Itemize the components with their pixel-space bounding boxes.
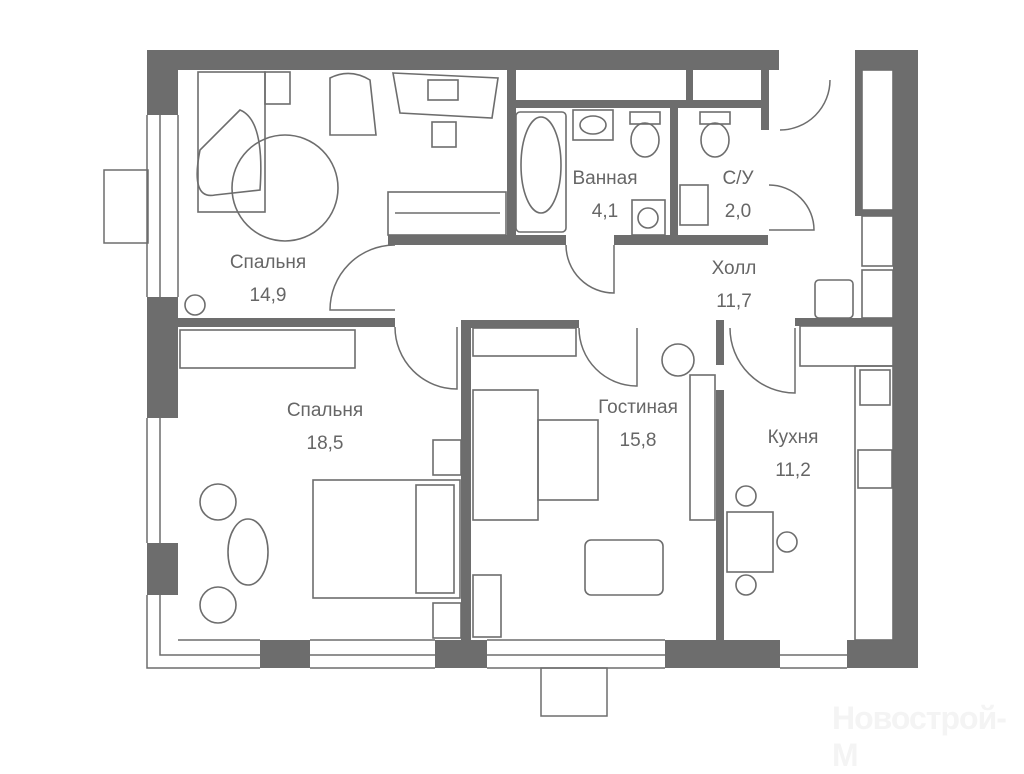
bathroom-fixtures [515,109,731,236]
room-label-kitchen: Кухня 11,2 [723,421,863,487]
doors [329,79,831,394]
bay-window-bottom [540,667,608,717]
room-area: 15,8 [619,430,657,451]
bedroom1-furniture [184,71,507,316]
living-furniture [472,327,716,638]
room-area: 2,0 [724,201,752,222]
room-label-bedroom-2: Спальня 18,5 [255,394,395,460]
kitchen-furniture [726,325,894,641]
room-name: Гостиная [598,397,678,418]
room-name: С/У [722,168,754,189]
room-name: Спальня [229,252,307,273]
room-name: Спальня [286,400,364,421]
room-area: 11,2 [775,460,811,481]
interior-walls [178,50,893,640]
room-label-hall: Холл 11,7 [664,252,804,318]
windows [146,115,847,669]
watermark: Новострой-М [832,700,1007,773]
room-area: 18,5 [306,433,344,454]
outer-walls [147,50,918,668]
hall-furniture [814,69,894,319]
room-label-bedroom-1: Спальня 14,9 [198,246,338,312]
room-label-living-room: Гостиная 15,8 [568,391,708,457]
room-area: 11,7 [716,291,752,312]
room-name: Ванная [572,168,638,189]
room-name: Холл [711,258,757,279]
bedroom2-furniture [179,329,462,639]
room-area: 4,1 [591,201,619,222]
room-area: 14,9 [249,285,287,306]
room-label-bathroom: Ванная 4,1 [535,162,675,228]
room-label-wc: С/У 2,0 [668,162,808,228]
bay-window-left [103,169,149,244]
room-name: Кухня [767,427,819,448]
